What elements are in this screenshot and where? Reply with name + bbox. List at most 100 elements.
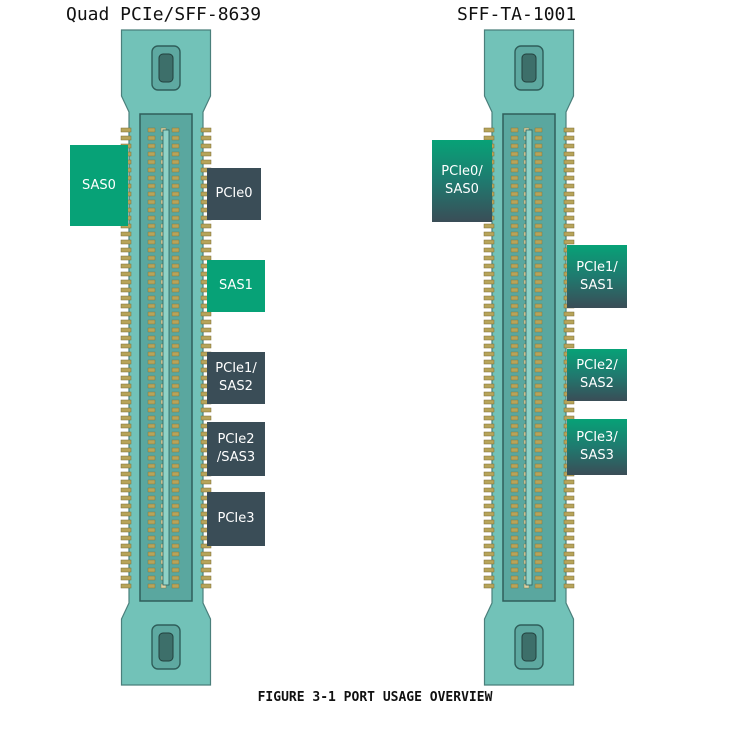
sff-8639-pin [120, 559, 132, 565]
sff-8639-pin [120, 279, 132, 285]
sff-ta-1001-pin [483, 423, 495, 429]
sff-ta-1001-key-inner-top [521, 53, 537, 83]
sff-8639-pin [120, 463, 132, 469]
sff-ta-1001-contact [534, 463, 543, 469]
sff-8639-contact [147, 583, 156, 589]
sff-8639-slot-divider [162, 129, 170, 586]
sff-8639-contact [171, 439, 180, 445]
sff-8639-pin [120, 471, 132, 477]
sff-ta-1001-contact [510, 503, 519, 509]
sff-8639-contact [171, 143, 180, 149]
sff-ta-1001-pin [563, 311, 575, 317]
sff-ta-1001-contact [510, 543, 519, 549]
sff-ta-1001-contact [510, 495, 519, 501]
sff-ta-1001-pin [483, 255, 495, 261]
sff-ta-1001-pin [483, 127, 495, 133]
label-pcie1-sas1: PCIe1/ SAS1 [567, 245, 627, 308]
sff-8639-contact [147, 511, 156, 517]
sff-ta-1001-pin [563, 215, 575, 221]
sff-8639-contact [147, 215, 156, 221]
sff-ta-1001-contact [534, 311, 543, 317]
sff-ta-1001-pin [563, 151, 575, 157]
sff-ta-1001-pin [483, 375, 495, 381]
sff-8639-contact [147, 415, 156, 421]
sff-8639-pin [200, 223, 212, 229]
sff-8639-key-inner-bottom [158, 632, 174, 662]
sff-ta-1001-contact [534, 175, 543, 181]
sff-8639-pin [120, 455, 132, 461]
sff-8639-contact [171, 583, 180, 589]
sff-ta-1001-pin [483, 559, 495, 565]
sff-8639-contact [171, 575, 180, 581]
sff-ta-1001-contact [510, 167, 519, 173]
sff-8639-contact [171, 311, 180, 317]
sff-8639-contact [171, 559, 180, 565]
sff-ta-1001-pin [563, 175, 575, 181]
sff-8639-pin [120, 311, 132, 317]
sff-8639-contact [147, 175, 156, 181]
sff-ta-1001-contact [534, 383, 543, 389]
sff-8639-contact [147, 247, 156, 253]
sff-ta-1001-contact [534, 191, 543, 197]
sff-8639-contact [147, 287, 156, 293]
sff-ta-1001-contact [510, 535, 519, 541]
sff-ta-1001-pin [483, 391, 495, 397]
sff-ta-1001-pin [483, 343, 495, 349]
sff-ta-1001-pin [483, 407, 495, 413]
sff-ta-1001-contact [510, 343, 519, 349]
sff-ta-1001-contact [534, 279, 543, 285]
sff-8639-pin [120, 447, 132, 453]
sff-8639-contact [147, 351, 156, 357]
sff-8639-pin [200, 311, 212, 317]
sff-ta-1001-contact [510, 551, 519, 557]
sff-8639-contact [147, 559, 156, 565]
figure-caption: FIGURE 3-1 PORT USAGE OVERVIEW [257, 690, 493, 705]
sff-8639-contact [147, 567, 156, 573]
sff-ta-1001-contact [510, 423, 519, 429]
sff-ta-1001-contact [534, 343, 543, 349]
sff-ta-1001-pin [483, 295, 495, 301]
sff-ta-1001-pin [563, 167, 575, 173]
sff-ta-1001-contact [510, 527, 519, 533]
sff-8639-pin [120, 415, 132, 421]
sff-ta-1001-contact [534, 151, 543, 157]
sff-ta-1001-contact [510, 351, 519, 357]
sff-ta-1001-pin [563, 407, 575, 413]
sff-8639-contact [147, 335, 156, 341]
sff-8639-contact [147, 407, 156, 413]
sff-ta-1001-contact [534, 255, 543, 261]
sff-ta-1001-contact [534, 567, 543, 573]
sff-8639-pin [120, 287, 132, 293]
sff-8639-key-inner-top [158, 53, 174, 83]
sff-8639-contact [171, 527, 180, 533]
sff-ta-1001-contact [534, 359, 543, 365]
sff-8639-pin [200, 255, 212, 261]
sff-ta-1001-pin [483, 223, 495, 229]
sff-8639-pin [200, 343, 212, 349]
label-pcie2-sas2: PCIe2/ SAS2 [567, 349, 627, 401]
sff-ta-1001-pin [483, 359, 495, 365]
sff-8639-contact [171, 543, 180, 549]
sff-ta-1001-contact [534, 431, 543, 437]
sff-ta-1001-pin [483, 367, 495, 373]
sff-8639-contact [171, 511, 180, 517]
sff-ta-1001-contact [510, 447, 519, 453]
sff-8639-pin [120, 495, 132, 501]
sff-ta-1001-contact [510, 311, 519, 317]
sff-8639-contact [171, 223, 180, 229]
sff-ta-1001-contact [534, 303, 543, 309]
sff-8639-pin [120, 319, 132, 325]
sff-8639-contact [147, 527, 156, 533]
sff-ta-1001-pin [483, 487, 495, 493]
sff-ta-1001-pin [563, 503, 575, 509]
sff-8639-contact [147, 455, 156, 461]
sff-ta-1001-contact [510, 143, 519, 149]
sff-8639-pin [200, 319, 212, 325]
sff-ta-1001-contact [534, 295, 543, 301]
sff-8639-pin [200, 479, 212, 485]
sff-8639-pin [120, 519, 132, 525]
sff-8639-contact [171, 399, 180, 405]
sff-ta-1001-pin [483, 495, 495, 501]
sff-8639-pin [120, 327, 132, 333]
sff-8639-contact [147, 271, 156, 277]
